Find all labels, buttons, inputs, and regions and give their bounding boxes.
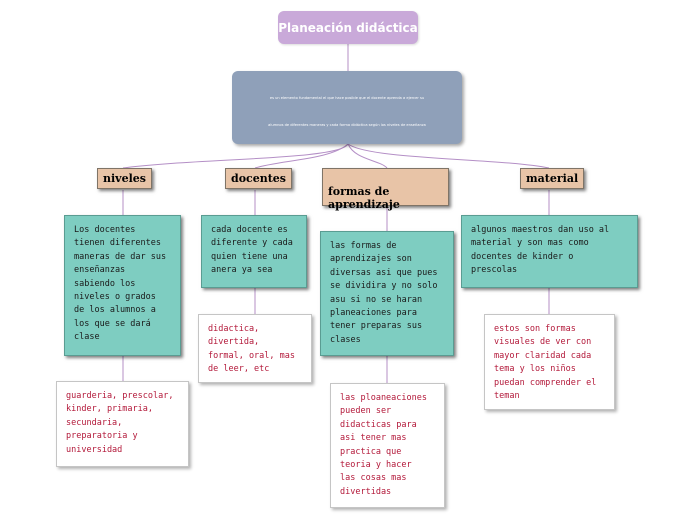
note-niveles[interactable]: guarderia, prescolar, kinder, primaria, … (56, 381, 189, 467)
topic-material[interactable]: material (520, 168, 585, 189)
note-docentes-text: didactica, divertida, formal, oral, mas … (208, 324, 295, 375)
topic-formas-de-aprendizaje[interactable]: formas de aprendizaje (322, 168, 449, 211)
note-formas-text: las ploaneaciones pueden ser didacticas … (340, 393, 427, 497)
topic-docentes-label: docentes (231, 172, 286, 185)
detail-niveles-text: Los docentes tienen diferentes maneras d… (74, 225, 167, 343)
main-text-line-1: es un elemento fundamental el que hace p… (269, 96, 425, 100)
detail-material[interactable]: algunos maestros dan uso al material y s… (461, 215, 638, 288)
detail-docentes-text: cada docente es diferente y cada quien t… (211, 225, 293, 276)
note-material[interactable]: estos son formas visuales de ver con may… (484, 314, 615, 410)
topic-formas-label: formas de aprendizaje (328, 185, 400, 211)
topic-niveles[interactable]: niveles (97, 168, 152, 189)
topic-niveles-label: niveles (103, 172, 146, 185)
detail-material-text: algunos maestros dan uso al material y s… (471, 225, 610, 276)
topic-docentes[interactable]: docentes (225, 168, 292, 189)
root-topic[interactable]: Planeación didáctica (278, 11, 418, 44)
detail-formas-text: las formas de aprendizajes son diversas … (330, 241, 438, 345)
detail-docentes[interactable]: cada docente es diferente y cada quien t… (201, 215, 307, 288)
main-text-line-2: alumnos de diferentes maneras y cada for… (268, 123, 426, 127)
detail-niveles[interactable]: Los docentes tienen diferentes maneras d… (64, 215, 181, 356)
detail-formas[interactable]: las formas de aprendizajes son diversas … (320, 231, 454, 356)
main-topic[interactable]: es un elemento fundamental el que hace p… (232, 71, 462, 144)
note-material-text: estos son formas visuales de ver con may… (494, 324, 597, 402)
topic-material-label: material (526, 172, 579, 185)
note-niveles-text: guarderia, prescolar, kinder, primaria, … (66, 391, 174, 455)
root-title: Planeación didáctica (278, 20, 418, 35)
note-docentes[interactable]: didactica, divertida, formal, oral, mas … (198, 314, 312, 383)
note-formas[interactable]: las ploaneaciones pueden ser didacticas … (330, 383, 445, 508)
